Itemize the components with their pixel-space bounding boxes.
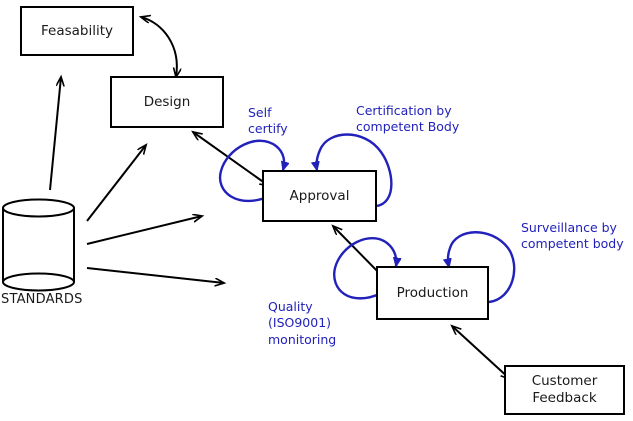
edge-production-customer-feedback <box>452 326 510 379</box>
loop-quality-arc <box>333 237 396 300</box>
edge-design-approval <box>193 132 269 186</box>
node-standards-label: STANDARDS <box>1 292 83 307</box>
node-design[interactable]: Design <box>110 76 224 128</box>
node-customer-feedback[interactable]: Customer Feedback <box>504 365 625 415</box>
node-standards-label-text: STANDARDS <box>1 292 83 307</box>
node-production[interactable]: Production <box>376 266 489 320</box>
loop-self-certify-arc <box>218 139 284 202</box>
node-production-label: Production <box>396 284 469 301</box>
edge-standards-production <box>86 267 224 283</box>
node-feasability-label: Feasability <box>40 22 113 39</box>
node-approval-label: Approval <box>289 187 350 204</box>
edge-standards-feasability <box>49 77 61 191</box>
loop-certification-arc <box>316 133 393 208</box>
loop-label-surveillance-competent-body: Surveillance by competent body <box>521 220 624 252</box>
loop-label-self-certify: Self certify <box>248 105 288 137</box>
loop-label-certification-competent-body: Certification by competent Body <box>356 103 460 135</box>
loop-label-quality-monitoring: Quality (ISO9001) monitoring <box>268 299 337 347</box>
standards-cylinder-shape <box>2 198 75 292</box>
node-approval[interactable]: Approval <box>262 170 377 222</box>
edge-standards-design <box>86 145 146 222</box>
edge-design-feasability <box>141 17 177 77</box>
edge-standards-approval <box>86 216 202 245</box>
node-customer-feedback-label: Customer Feedback <box>531 373 598 406</box>
node-design-label: Design <box>143 93 191 110</box>
node-feasability[interactable]: Feasability <box>20 6 134 56</box>
loop-surveillance-arc <box>448 231 516 304</box>
